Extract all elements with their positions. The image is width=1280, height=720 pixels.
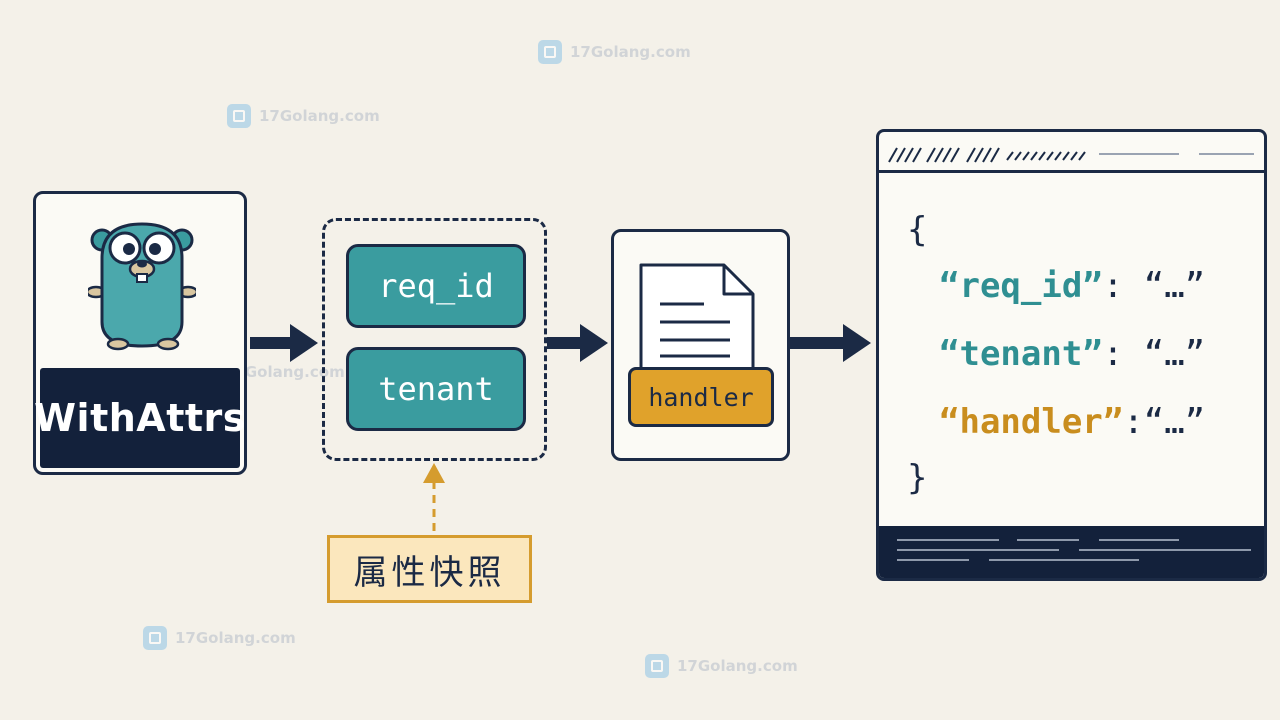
json-sep: :	[1102, 266, 1144, 306]
snapshot-pointer-arrow-icon	[423, 463, 445, 537]
handler-tag: handler	[628, 367, 774, 427]
json-output-panel: { “req_id”: “…” “tenant”: “…” “handler”:…	[876, 129, 1267, 581]
watermark-text: 17Golang.com	[259, 107, 380, 125]
panel-footer-bar	[879, 526, 1264, 578]
json-line-req-id: “req_id”: “…”	[939, 266, 1205, 306]
json-value: “…”	[1143, 266, 1206, 306]
attr-tenant: tenant	[346, 347, 526, 431]
document-icon	[639, 263, 755, 373]
arrow-2-line	[547, 337, 585, 349]
gopher-card: WithAttrs	[33, 191, 247, 475]
watermark: 17Golang.com	[538, 40, 691, 64]
json-line-tenant: “tenant”: “…”	[939, 334, 1205, 374]
gopher-mascot-icon	[88, 222, 196, 351]
snapshot-label: 属性快照	[327, 535, 532, 603]
json-key: “tenant”	[939, 334, 1103, 374]
json-close-brace: }	[907, 458, 928, 498]
arrow-1-line	[250, 337, 298, 349]
json-sep: :	[1123, 402, 1144, 442]
watermark-text: 17Golang.com	[677, 657, 798, 675]
watermark: 17Golang.com	[143, 626, 296, 650]
arrow-2-head-icon	[580, 324, 608, 362]
watermark-text: 17Golang.com	[175, 629, 296, 647]
watermark: 17Golang.com	[645, 654, 798, 678]
hatch-pattern-icon	[888, 147, 1254, 163]
arrow-3-head-icon	[843, 324, 871, 362]
panel-header-bar	[879, 132, 1264, 173]
json-key: “handler”	[939, 402, 1124, 442]
watermark: 17Golang.com	[227, 104, 380, 128]
watermark-logo-icon	[143, 626, 167, 650]
watermark-logo-icon	[227, 104, 251, 128]
withattrs-label: WithAttrs	[34, 396, 246, 440]
json-sep: :	[1102, 334, 1144, 374]
watermark-logo-icon	[645, 654, 669, 678]
watermark-text: 17Golang.com	[570, 43, 691, 61]
json-value: “…”	[1143, 334, 1206, 374]
attributes-group: req_id tenant	[322, 218, 547, 461]
arrow-1-head-icon	[290, 324, 318, 362]
attr-req-id: req_id	[346, 244, 526, 328]
watermark-text: 17Golang.com	[224, 363, 345, 381]
watermark-logo-icon	[538, 40, 562, 64]
footer-lines-icon	[897, 539, 1251, 561]
json-line-handler: “handler”:“…”	[939, 402, 1205, 442]
arrow-3-line	[790, 337, 846, 349]
json-key: “req_id”	[939, 266, 1103, 306]
gopher-label-bar: WithAttrs	[34, 368, 245, 468]
json-open-brace: {	[907, 210, 928, 250]
json-value: “…”	[1143, 402, 1206, 442]
